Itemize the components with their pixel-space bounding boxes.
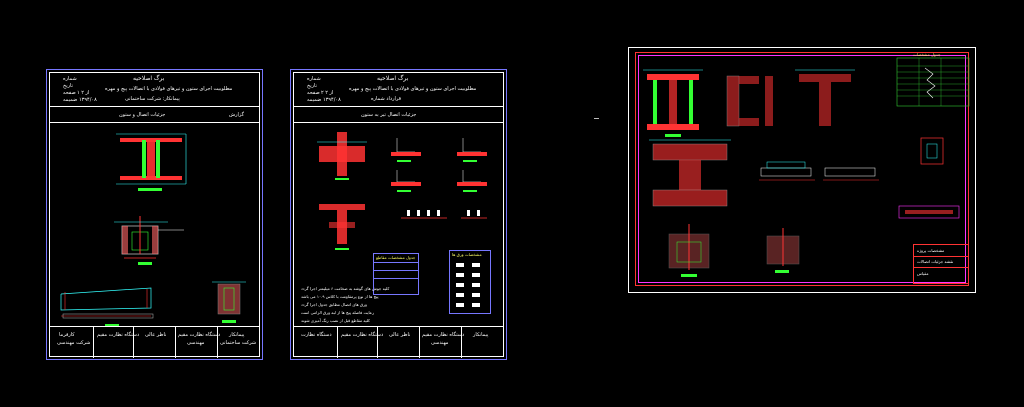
sheet-1-project-line: پیمانکار: شرکت ساختمانی — [125, 96, 180, 102]
sheet-2-page-value: ۲ از ۲ — [321, 90, 334, 96]
sheet-1-footer-cell-4: دستگاه نظارت مقیم — [178, 332, 221, 338]
sheet-2-note-1: کلیه جوش های گوشه به ضخامت ۶ میلیمتر اجر… — [301, 286, 390, 291]
sheet-1-footer-sep-4 — [217, 326, 218, 358]
sheet-1-section-divider — [50, 122, 259, 123]
sheet-2-label-page: صفحه — [307, 90, 320, 96]
sheet-2-title: برگ اصلاحیه — [377, 75, 409, 82]
sheet-1-footer-divider — [50, 326, 259, 327]
sheet-2-footer-cell-2: دستگاه نظارت مقیم — [341, 332, 384, 338]
sheet-1-footer-cell-2: دستگاه نظارت مقیم — [97, 332, 140, 338]
sheet-3-title-block-line-1: مشخصات پروژه — [917, 248, 945, 253]
sheet-1-header-divider — [50, 106, 259, 107]
sheet-2-note-4: رعایت فاصله پیچ ها از لبه ورق الزامی است — [301, 310, 375, 315]
sheet-1-footer-sep-2 — [133, 326, 134, 358]
sheet-2-footer-value-4: مهندسی — [431, 340, 449, 346]
sheet-2-footer-cell-4: دستگاه نظارت مقیم — [422, 332, 465, 338]
sheet-1-base-detail-drawing[interactable] — [212, 278, 252, 328]
sheet-2-inner-frame — [293, 72, 504, 357]
sheet-1-footer-cell-1: کارفرما — [59, 332, 75, 338]
sheet-2-header-divider — [294, 106, 503, 107]
sheet-2-table-a-rule-1 — [374, 262, 418, 263]
sheet-2-label-attach: ضمیمه — [307, 97, 322, 103]
sheet-3-red-frame — [635, 52, 969, 286]
sheet-1-inner-frame — [49, 72, 260, 357]
sheet-2-column-section-b[interactable] — [319, 202, 369, 252]
sheet-1-section-note: گزارش — [229, 112, 245, 118]
sheet-1-footer-value-4: مهندسی — [187, 340, 205, 346]
sheet-1-footer-sep-3 — [175, 326, 176, 358]
sheet-1-subtitle: مطلوبیت اجرای ستون و تیرهای فولادی با ات… — [105, 86, 233, 92]
sheet-1-footer-value-1: شرکت مهندسی — [57, 340, 91, 346]
sheet-1-beam-elevation-drawing[interactable] — [55, 280, 165, 330]
drawing-sheet-1[interactable]: شماره تاریخ صفحه ۱ از ۲ ضمیمه ۱۳۹۴/۰۸ بر… — [46, 69, 263, 360]
sheet-2-footer-cell-1: دستگاه نظارت — [301, 332, 332, 338]
sheet-2-footer-sep-2 — [377, 326, 378, 358]
sheet-1-foundation-section-drawing[interactable] — [110, 216, 190, 271]
crosshair-cursor — [594, 118, 599, 119]
sheet-1-section-title: جزئیات اتصال و ستون — [119, 112, 166, 118]
sheet-2-column-section-a[interactable] — [317, 132, 369, 182]
sheet-1-footer-cell-5: پیمانکار — [229, 332, 245, 338]
sheet-3-magenta-frame — [638, 55, 966, 283]
sheet-2-connection-details-grid[interactable] — [387, 132, 507, 222]
sheet-3-title-block-line-3: مقیاس — [917, 271, 929, 276]
sheet-3-title-block-rule-2 — [914, 267, 968, 268]
drawing-sheet-2[interactable]: شماره تاریخ صفحه ۲ از ۲ ضمیمه ۱۳۹۴/۰۸ بر… — [290, 69, 507, 360]
sheet-2-note-2: پیچ ها از نوع پرمقاومت با کلاس ۱۰.۹ می ب… — [301, 294, 379, 299]
sheet-2-attach-value: ۱۳۹۴/۰۸ — [323, 97, 341, 103]
sheet-2-footer-cell-5: پیمانکار — [473, 332, 489, 338]
sheet-2-section-divider — [294, 122, 503, 123]
sheet-1-footer-sep-1 — [93, 326, 94, 358]
sheet-3-title-block-line-2: نقشه جزئیات اتصالات — [917, 259, 954, 264]
sheet-2-note-3: ورق های اتصال مطابق جدول اجرا گردد — [301, 302, 367, 307]
sheet-1-attach-value: ۱۳۹۴/۰۸ — [79, 97, 97, 103]
sheet-2-footer-cell-3: ناظر عالی — [389, 332, 411, 338]
sheet-2-project-line: قرارداد شماره — [371, 96, 402, 102]
sheet-2-section-title: جزئیات اتصال تیر به ستون — [361, 112, 417, 118]
sheet-1-footer-value-5: شرکت ساختمانی — [220, 340, 257, 346]
sheet-1-footer-cell-3: ناظر عالی — [145, 332, 167, 338]
sheet-3-title-block[interactable]: مشخصات پروژه نقشه جزئیات اتصالات مقیاس — [913, 244, 969, 284]
sheet-1-label-date: تاریخ — [63, 83, 73, 89]
sheet-2-note-5: کلیه مقاطع قبل از نصب رنگ آمیزی شوند — [301, 318, 370, 323]
sheet-1-column-section-drawing[interactable] — [116, 132, 190, 192]
sheet-2-section-table[interactable]: جدول مشخصات مقاطع — [373, 253, 419, 295]
sheet-3-drawings[interactable] — [629, 48, 977, 294]
sheet-1-label-number: شماره — [63, 76, 77, 82]
sheet-2-footer-sep-1 — [337, 326, 338, 358]
sheet-2-footer-sep-3 — [419, 326, 420, 358]
sheet-2-label-date: تاریخ — [307, 83, 317, 89]
sheet-2-table-a-rule-2 — [374, 270, 418, 271]
sheet-1-label-attach: ضمیمه — [63, 97, 78, 103]
sheet-2-footer-sep-4 — [461, 326, 462, 358]
sheet-3-table-title: جدول مشخصات — [913, 52, 941, 57]
sheet-2-plate-table-grid — [456, 263, 480, 307]
sheet-2-label-number: شماره — [307, 76, 321, 82]
sheet-3-title-block-rule-1 — [914, 256, 968, 257]
sheet-1-page-value: ۱ از ۲ — [77, 90, 90, 96]
sheet-2-footer-divider — [294, 326, 503, 327]
drawing-sheet-3[interactable]: جدول مشخصات مشخصات پروژه نقشه جزئیات اتص… — [628, 47, 976, 293]
sheet-2-table-a-rule-3 — [374, 278, 418, 279]
sheet-2-plate-table-title: مشخصات ورق ها — [452, 252, 482, 257]
sheet-2-section-table-title: جدول مشخصات مقاطع — [376, 255, 416, 260]
sheet-2-plate-table[interactable]: مشخصات ورق ها — [449, 250, 491, 314]
sheet-1-title: برگ اصلاحیه — [133, 75, 165, 82]
sheet-1-label-page: صفحه — [63, 90, 76, 96]
sheet-2-subtitle: مطلوبیت اجرای ستون و تیرهای فولادی با ات… — [349, 86, 477, 92]
